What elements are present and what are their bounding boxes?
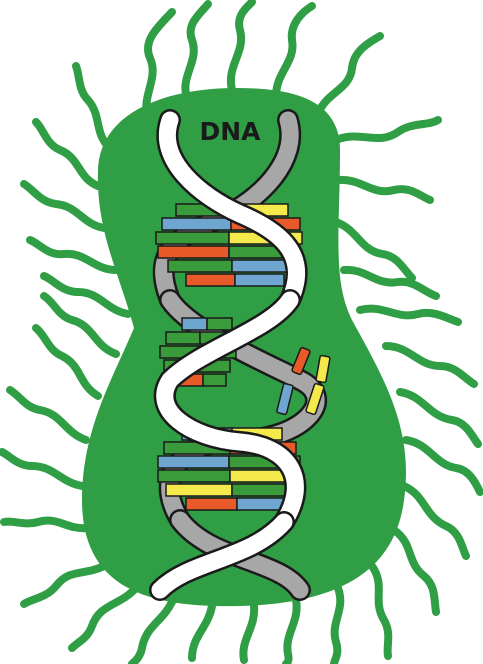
cilium bbox=[338, 180, 430, 200]
cilium bbox=[394, 530, 436, 612]
cilium bbox=[192, 606, 212, 658]
cilium bbox=[276, 6, 312, 96]
base-pair-left bbox=[168, 260, 232, 272]
cilium bbox=[76, 66, 110, 148]
base-pair-left bbox=[186, 498, 237, 510]
base-pair-right bbox=[207, 318, 232, 330]
base-pair-left bbox=[158, 456, 229, 468]
cilium bbox=[334, 588, 340, 664]
base-pair-left bbox=[166, 484, 232, 496]
cilium bbox=[72, 590, 134, 648]
cilium bbox=[231, 2, 252, 90]
base-pair-left bbox=[158, 470, 230, 482]
cilium bbox=[36, 122, 98, 186]
cilium bbox=[30, 240, 116, 270]
cilium bbox=[406, 440, 480, 492]
cilium bbox=[400, 392, 478, 444]
cilium bbox=[10, 390, 86, 440]
cilium bbox=[243, 606, 254, 660]
cilium bbox=[4, 520, 88, 528]
cilium bbox=[24, 566, 104, 604]
cilium bbox=[36, 328, 98, 396]
base-pair-left bbox=[162, 218, 231, 230]
cilium bbox=[132, 602, 172, 664]
base-pair-left bbox=[166, 332, 200, 344]
cilium bbox=[286, 600, 297, 664]
base-pair-left bbox=[186, 274, 235, 286]
base-pair-right bbox=[203, 374, 226, 386]
base-pair-left bbox=[156, 232, 229, 244]
base-pair-left bbox=[182, 318, 207, 330]
dna-label: DNA bbox=[199, 117, 261, 146]
cilium bbox=[386, 346, 474, 384]
base-pair-left bbox=[158, 246, 229, 258]
base-pair-right bbox=[235, 274, 284, 286]
cilium bbox=[2, 452, 82, 486]
cilium bbox=[318, 36, 380, 114]
cilium bbox=[404, 486, 466, 556]
cilium bbox=[344, 270, 436, 296]
cilium bbox=[372, 566, 388, 656]
cilium bbox=[336, 120, 438, 140]
cilium bbox=[185, 4, 208, 100]
cilium bbox=[24, 184, 104, 228]
cilium bbox=[360, 309, 458, 322]
